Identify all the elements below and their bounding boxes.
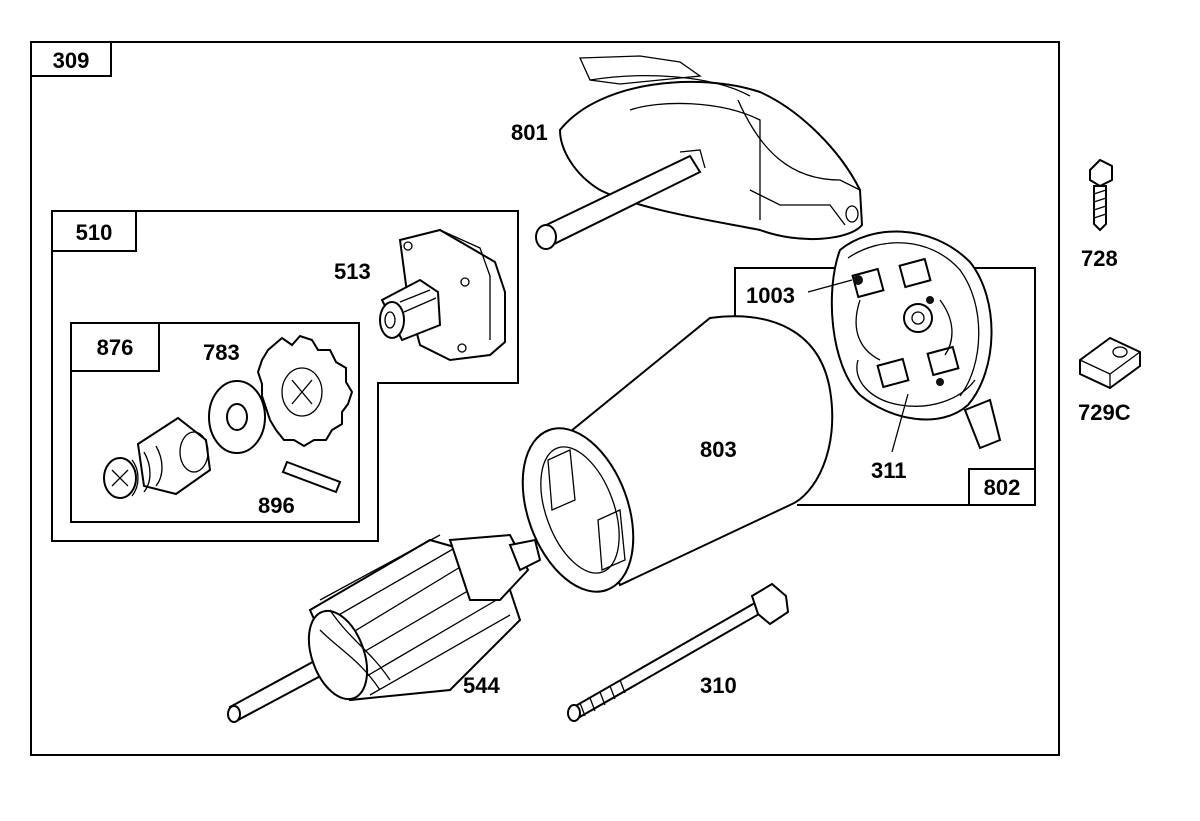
pinion-gear-part	[256, 334, 354, 448]
through-bolt-part	[567, 582, 790, 722]
brush-retainer-label: 1003	[746, 283, 795, 308]
clip-part	[1079, 336, 1141, 390]
brush-assembly-number: 802	[984, 475, 1021, 500]
through-bolt-label: 310	[700, 673, 737, 698]
brush-spring-label: 311	[871, 458, 907, 483]
brush-spring-leader	[891, 393, 909, 453]
main-group-tag	[30, 41, 112, 77]
clip-label: 729C	[1078, 400, 1131, 425]
brush-assembly-frame	[734, 267, 1036, 506]
brush-assembly-tag	[968, 468, 1036, 506]
screw-part	[1089, 158, 1113, 232]
drive-sub-number: 876	[97, 335, 134, 360]
screw-label: 728	[1081, 246, 1118, 271]
brush-assembly-part	[830, 230, 1002, 450]
pinion-gear-label: 783	[203, 340, 240, 365]
field-frame-label: 803	[700, 437, 737, 462]
field-frame-part	[521, 315, 834, 593]
main-group-number: 309	[53, 48, 90, 73]
drive-clutch-part	[103, 416, 212, 499]
starter-drive-frame	[51, 210, 519, 542]
brush-retainer-leader	[807, 279, 853, 293]
roll-pin-part	[281, 460, 342, 494]
drive-housing-part	[379, 228, 506, 362]
motor-housing-label: 801	[511, 120, 548, 145]
roll-pin-label: 896	[258, 493, 295, 518]
starter-drive-number: 510	[76, 220, 113, 245]
starter-drive-tag	[51, 210, 137, 252]
drive-sub-frame	[70, 322, 360, 523]
armature-part	[227, 533, 542, 723]
main-group-frame	[30, 41, 1060, 756]
drive-sub-tag	[70, 322, 160, 372]
drive-housing-label: 513	[334, 259, 371, 284]
washer-part	[208, 380, 266, 454]
motor-housing-part	[535, 55, 864, 250]
armature-label: 544	[463, 673, 500, 698]
